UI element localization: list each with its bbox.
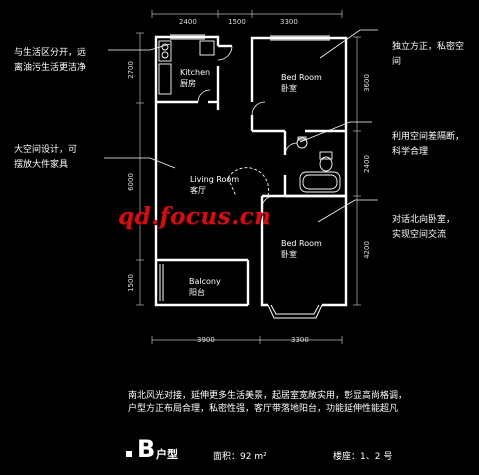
dim-right-3: 4200 — [362, 241, 371, 259]
floor-plan — [104, 10, 378, 344]
living-room-label-cn: 客厅 — [190, 186, 206, 195]
kitchen-label-cn: 厨房 — [180, 79, 196, 88]
annotation-living: 大空间设计，可 摆放大件家具 — [14, 143, 77, 173]
annotation-bedroom2-line2: 实现空间交流 — [392, 230, 447, 240]
dim-right-2: 2400 — [362, 155, 371, 173]
balcony-label-cn: 阳台 — [189, 288, 205, 297]
bedroom2-label-cn: 卧室 — [281, 250, 297, 259]
balcony-label-en: Balcony — [189, 277, 221, 286]
unit-area: 面积：92 m² — [213, 452, 267, 462]
annotation-bathroom-line2: 科学合理 — [392, 147, 429, 157]
annotation-kitchen-line1: 与生活区分开，远 — [14, 48, 87, 58]
annotation-bedroom2-line1: 对话北向卧室， — [392, 215, 456, 225]
living-room-label: Living Room 客厅 — [190, 174, 239, 196]
description-line2: 户型方正布局合理，私密性强，客厅带落地阳台，功能延伸性能超凡 — [128, 404, 399, 414]
dim-bottom-1: 3900 — [197, 336, 215, 344]
annotation-kitchen-line2: 离油污生活更洁净 — [14, 63, 87, 73]
annotation-bedroom1-line1: 独立方正，私密空 — [392, 42, 465, 52]
bedroom2-label: Bed Room 卧室 — [281, 238, 322, 260]
dim-left-2: 6000 — [126, 173, 135, 191]
annotation-living-line2: 摆放大件家具 — [14, 160, 69, 170]
annotation-bedroom1: 独立方正，私密空 间 — [392, 40, 464, 70]
annotation-bathroom: 利用空间差隔断， 科学合理 — [392, 130, 464, 160]
dim-right-1: 3600 — [362, 74, 371, 92]
living-room-label-en: Living Room — [190, 175, 240, 184]
unit-building: 楼座：1、2 号 — [333, 452, 393, 462]
annotation-bathroom-line1: 利用空间差隔断， — [392, 132, 465, 142]
description-line1: 南北风光对接，延伸更多生活美景，起居室宽敞实用，彰显高尚格调， — [128, 391, 408, 401]
bedroom1-label-en: Bed Room — [281, 73, 322, 82]
kitchen-label: Kitchen 厨房 — [180, 67, 210, 89]
bullet-square-icon — [126, 451, 132, 457]
dim-bottom-2: 3300 — [291, 336, 309, 344]
annotation-kitchen: 与生活区分开，远 离油污生活更洁净 — [14, 46, 86, 76]
dim-left-1: 2700 — [126, 61, 135, 79]
annotation-bedroom2: 对话北向卧室， 实现空间交流 — [392, 213, 455, 243]
watermark: qd.focus.cn — [118, 203, 272, 230]
dim-top-2: 1500 — [228, 18, 246, 26]
annotation-bedroom1-line2: 间 — [392, 57, 402, 67]
bedroom1-label-cn: 卧室 — [281, 84, 297, 93]
kitchen-label-en: Kitchen — [180, 68, 211, 77]
dim-top-1: 2400 — [179, 18, 197, 26]
unit-type-label: 户型 — [156, 448, 178, 461]
bedroom2-label-en: Bed Room — [281, 239, 322, 248]
annotation-living-line1: 大空间设计，可 — [14, 145, 78, 155]
bedroom1-label: Bed Room 卧室 — [281, 72, 322, 94]
dim-left-3: 1500 — [126, 274, 135, 292]
balcony-label: Balcony 阳台 — [189, 276, 221, 298]
dim-top-3: 3300 — [280, 18, 298, 26]
unit-letter: B — [137, 435, 156, 463]
